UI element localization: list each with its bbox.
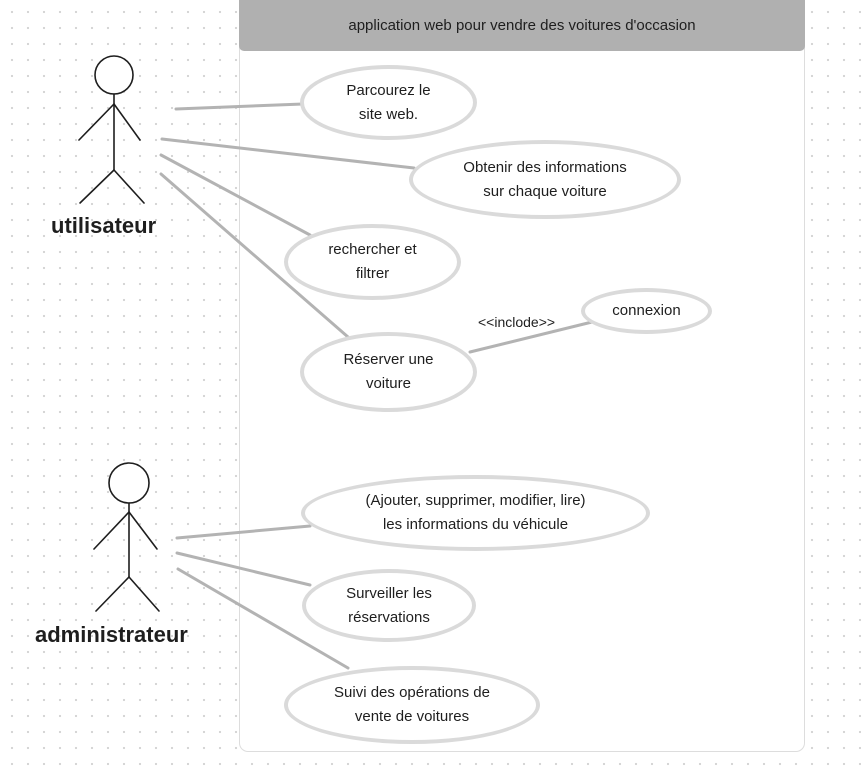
actor-leg-left [95, 576, 130, 612]
link-administrateur-surveiller [175, 551, 312, 587]
actor-leg-left [79, 169, 115, 204]
usecase-suivi[interactable]: Suivi des opérations de vente de voiture… [284, 666, 540, 744]
actor-administrateur-label: administrateur [35, 622, 188, 647]
link-utilisateur-parcourir [174, 102, 305, 111]
actor-leg-right [128, 576, 160, 612]
actor-arm-left [78, 103, 115, 141]
include-relation-label: <<inclode>> [478, 314, 556, 330]
usecase-rechercher[interactable]: rechercher et filtrer [284, 224, 461, 300]
actor-head [108, 462, 150, 504]
link-utilisateur-reserver [159, 172, 350, 339]
actor-arm-left [93, 511, 130, 550]
link-utilisateur-informations [160, 137, 416, 170]
usecase-reserver[interactable]: Réserver une voiture [300, 332, 477, 412]
link-reserver-connexion [468, 320, 594, 354]
actor-arm-right [128, 511, 158, 550]
link-administrateur-gerer [175, 524, 312, 540]
actor-leg-right [113, 169, 145, 204]
usecase-parcourir[interactable]: Parcourez le site web. [300, 65, 477, 140]
usecase-surveiller[interactable]: Surveiller les réservations [302, 569, 476, 642]
actor-head [94, 55, 134, 95]
actor-arm-right [113, 103, 141, 141]
usecase-informations[interactable]: Obtenir des informations sur chaque voit… [409, 140, 681, 219]
link-utilisateur-rechercher [159, 153, 312, 237]
system-title: application web pour vendre des voitures… [239, 0, 805, 51]
actor-utilisateur-label: utilisateur [51, 213, 157, 238]
link-administrateur-suivi [176, 567, 350, 670]
usecase-gerer[interactable]: (Ajouter, supprimer, modifier, lire) les… [301, 475, 650, 551]
actor-utilisateur-figure [78, 55, 145, 204]
actor-administrateur-figure [93, 462, 160, 612]
usecase-connexion[interactable]: connexion [581, 288, 712, 334]
